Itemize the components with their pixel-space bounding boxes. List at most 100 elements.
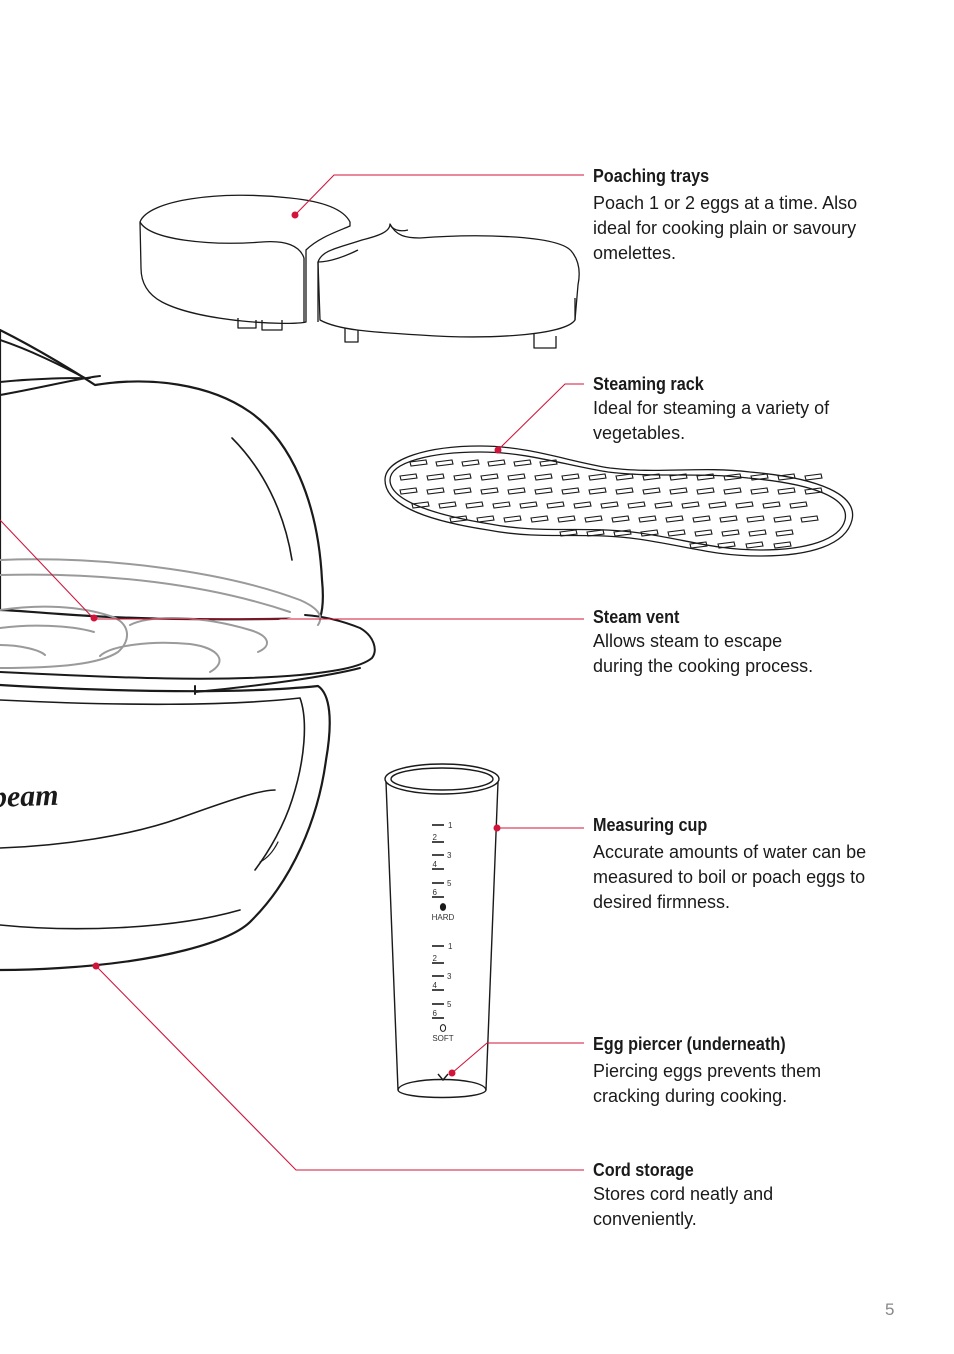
rack-slot (696, 473, 715, 481)
cup-tick-label: 2 (433, 954, 438, 963)
rack-slot (723, 487, 742, 495)
rack-slot (654, 501, 673, 509)
rack-slot (476, 515, 495, 523)
callout-cord-storage: Cord storage Stores cord neatly and conv… (593, 1158, 913, 1232)
rack-slot (745, 541, 764, 549)
soft-egg-marker (439, 1024, 447, 1032)
rack-slot (777, 473, 796, 481)
rack-slot (627, 501, 646, 509)
rack-slot (800, 515, 819, 523)
callout-title: Poaching trays (593, 166, 710, 186)
rack-slot (694, 529, 713, 537)
rack-slot (611, 515, 630, 523)
rack-slot (519, 501, 538, 509)
rack-slot (557, 515, 576, 523)
cup-tick-label: 4 (433, 981, 438, 990)
rack-slot (775, 529, 794, 537)
rack-slot (613, 529, 632, 537)
rack-slot (480, 487, 499, 495)
rack-slot (561, 473, 580, 481)
rack-slot (503, 515, 522, 523)
rack-slot (750, 473, 769, 481)
cup-tick-label: 5 (447, 1000, 452, 1009)
rack-slot (588, 487, 607, 495)
hard-egg-marker (439, 903, 447, 911)
rack-slot (584, 515, 603, 523)
rack-slot (717, 541, 736, 549)
page-number: 5 (885, 1300, 895, 1319)
rack-slot (773, 515, 792, 523)
rack-slot (681, 501, 700, 509)
callout-title: Measuring cup (593, 815, 708, 835)
rack-slot (546, 501, 565, 509)
cup-tick-label: 3 (447, 972, 452, 981)
cup-tick-label: 1 (448, 821, 453, 830)
callout-measuring-cup: Measuring cup Accurate amounts of water … (593, 813, 913, 915)
callout-description: Poach 1 or 2 eggs at a time. Also ideal … (593, 193, 858, 263)
rack-slot (777, 487, 796, 495)
rack-slot (480, 473, 499, 481)
rack-slot (773, 541, 792, 549)
rack-slot (588, 473, 607, 481)
rack-slot (507, 487, 526, 495)
rack-slot (748, 529, 767, 537)
rack-slot (723, 473, 742, 481)
rack-slot (534, 473, 553, 481)
rack-slot (453, 487, 472, 495)
cup-tick-label: 2 (433, 833, 438, 842)
rack-slot (539, 459, 558, 467)
rack-slot (409, 459, 428, 467)
rack-slot (438, 501, 457, 509)
rack-slot (789, 501, 808, 509)
callout-egg-piercer: Egg piercer (underneath) Piercing eggs p… (593, 1032, 913, 1109)
rack-slot (746, 515, 765, 523)
rack-slot (669, 487, 688, 495)
cup-tick-label: 3 (447, 851, 452, 860)
rack-slot (573, 501, 592, 509)
rack-slot (513, 459, 532, 467)
cup-tick-label: 4 (433, 860, 438, 869)
rack-slot (750, 487, 769, 495)
rack-slot (411, 501, 430, 509)
rack-slot (696, 487, 715, 495)
callout-title: Cord storage (593, 1160, 694, 1180)
callout-steaming-rack: Steaming rack Ideal for steaming a varie… (593, 372, 913, 446)
callout-poaching-trays: Poaching trays Poach 1 or 2 eggs at a ti… (593, 164, 913, 266)
cup-tick-label: 6 (433, 1009, 438, 1018)
rack-slot (461, 459, 480, 467)
rack-slot (453, 473, 472, 481)
rack-slot (465, 501, 484, 509)
rack-slot (399, 473, 418, 481)
rack-slot (804, 473, 823, 481)
rack-slot (665, 515, 684, 523)
soft-label: SOFT (432, 1034, 453, 1043)
callout-description: Piercing eggs prevents them cracking dur… (593, 1061, 822, 1106)
rack-slot (735, 501, 754, 509)
rack-slot (534, 487, 553, 495)
rack-slot (762, 501, 781, 509)
rack-slot (492, 501, 511, 509)
steaming-rack-drawing (384, 445, 854, 557)
rack-slot (804, 487, 823, 495)
rack-slot (642, 487, 661, 495)
rack-slot (615, 487, 634, 495)
cup-tick-label: 1 (448, 942, 453, 951)
cup-tick-label: 6 (433, 888, 438, 897)
rack-slot (615, 473, 634, 481)
rack-slot (426, 473, 445, 481)
rack-slot (586, 529, 605, 537)
callout-title: Steam vent (593, 607, 680, 627)
rack-slot (449, 515, 468, 523)
rack-slot (721, 529, 740, 537)
poaching-trays-drawing (139, 194, 580, 349)
rack-slot (399, 487, 418, 495)
rack-slot (487, 459, 506, 467)
callout-description: Allows steam to escape during the cookin… (593, 631, 814, 676)
rack-slot (561, 487, 580, 495)
rack-slot (640, 529, 659, 537)
rack-slot (667, 529, 686, 537)
callout-description: Ideal for steaming a variety of vegetabl… (593, 398, 830, 443)
hard-label: HARD (432, 913, 455, 922)
